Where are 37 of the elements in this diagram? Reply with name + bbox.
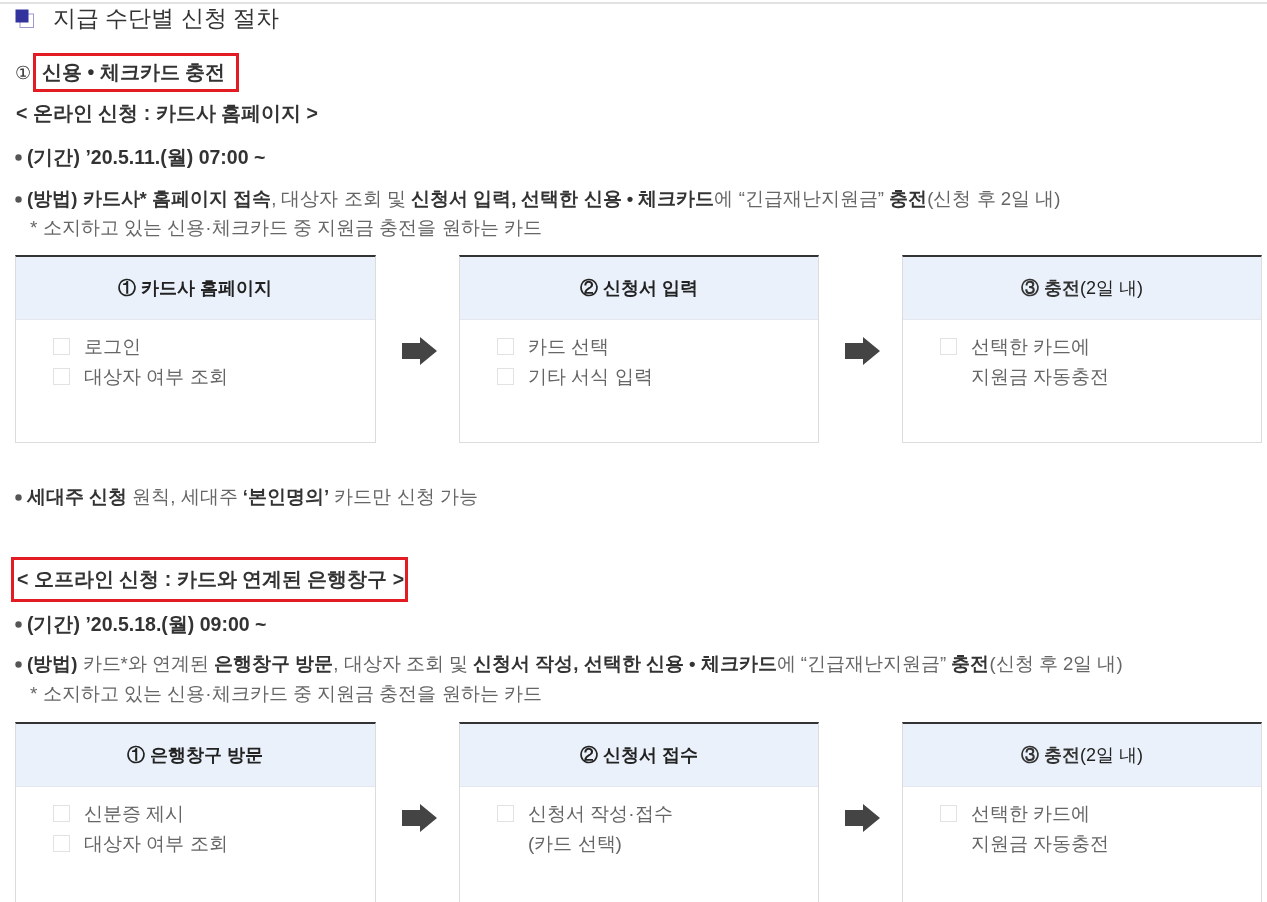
arrow — [845, 337, 880, 365]
list-item: 선택한 카드에 지원금 자동충전 — [971, 802, 1111, 856]
card-header: ② 신청서 입력 — [460, 257, 818, 320]
arrow — [402, 804, 437, 832]
card-header: ② 신청서 접수 — [460, 724, 818, 787]
arrow — [845, 804, 880, 832]
list-item: 로그인 — [84, 335, 142, 359]
circled-number: ① — [15, 61, 31, 85]
list-item: 기타 서식 입력 — [528, 365, 654, 389]
bullet-text: (방법) 카드사* 홈페이지 접속, 대상자 조회 및 신청서 입력, 선택한 신용 • 체크카드에 “긴급재난지원금” 충전(신청 후 2일 내) — [27, 187, 1061, 211]
step-card — [15, 722, 376, 902]
list-item: 신청서 작성·접수 (카드 선택) — [528, 802, 674, 856]
bullet-text: (기간) ’20.5.11.(월) 07:00 ~ — [27, 145, 266, 170]
card-header: ① 카드사 홈페이지 — [16, 257, 375, 320]
list-item: 대상자 여부 조회 — [84, 832, 229, 856]
list-item: 선택한 카드에 지원금 자동충전 — [971, 335, 1111, 389]
footnote: * 소지하고 있는 신용·체크카드 중 지원금 충전을 원하는 카드 — [30, 216, 542, 240]
arrow — [402, 337, 437, 365]
step-card — [902, 722, 1262, 902]
page-title: 지급 수단별 신청 절차 — [53, 4, 280, 33]
bullet-text: (기간) ’20.5.18.(월) 09:00 ~ — [27, 612, 267, 637]
card-header: ③ 충전(2일 내) — [903, 724, 1261, 787]
list-item: 대상자 여부 조회 — [84, 365, 229, 389]
step-card — [459, 722, 819, 902]
step-card — [902, 255, 1262, 443]
bullet-text: (방법) 카드*와 연계된 은행창구 방문, 대상자 조회 및 신청서 작성, 선택한 신용 • 체크카드에 “긴급재난지원금” 충전(신청 후 2일 내) — [27, 652, 1123, 676]
step-card — [15, 255, 376, 443]
footnote: * 소지하고 있는 신용·체크카드 중 지원금 충전을 원하는 카드 — [30, 682, 542, 706]
highlighted-heading: 신용 • 체크카드 충전 — [33, 53, 239, 92]
card-header: ① 은행창구 방문 — [16, 724, 375, 787]
card-header: ③ 충전(2일 내) — [903, 257, 1261, 320]
list-item: 카드 선택 — [528, 335, 611, 359]
section-heading: < 온라인 신청 : 카드사 홈페이지 > — [16, 101, 318, 126]
bullet-text: 세대주 신청 원칙, 세대주 ‘본인명의’ 카드만 신청 가능 — [27, 485, 478, 509]
step-card — [459, 255, 819, 443]
list-item: 신분증 제시 — [84, 802, 186, 826]
highlighted-heading: < 오프라인 신청 : 카드와 연계된 은행창구 > — [11, 557, 408, 602]
